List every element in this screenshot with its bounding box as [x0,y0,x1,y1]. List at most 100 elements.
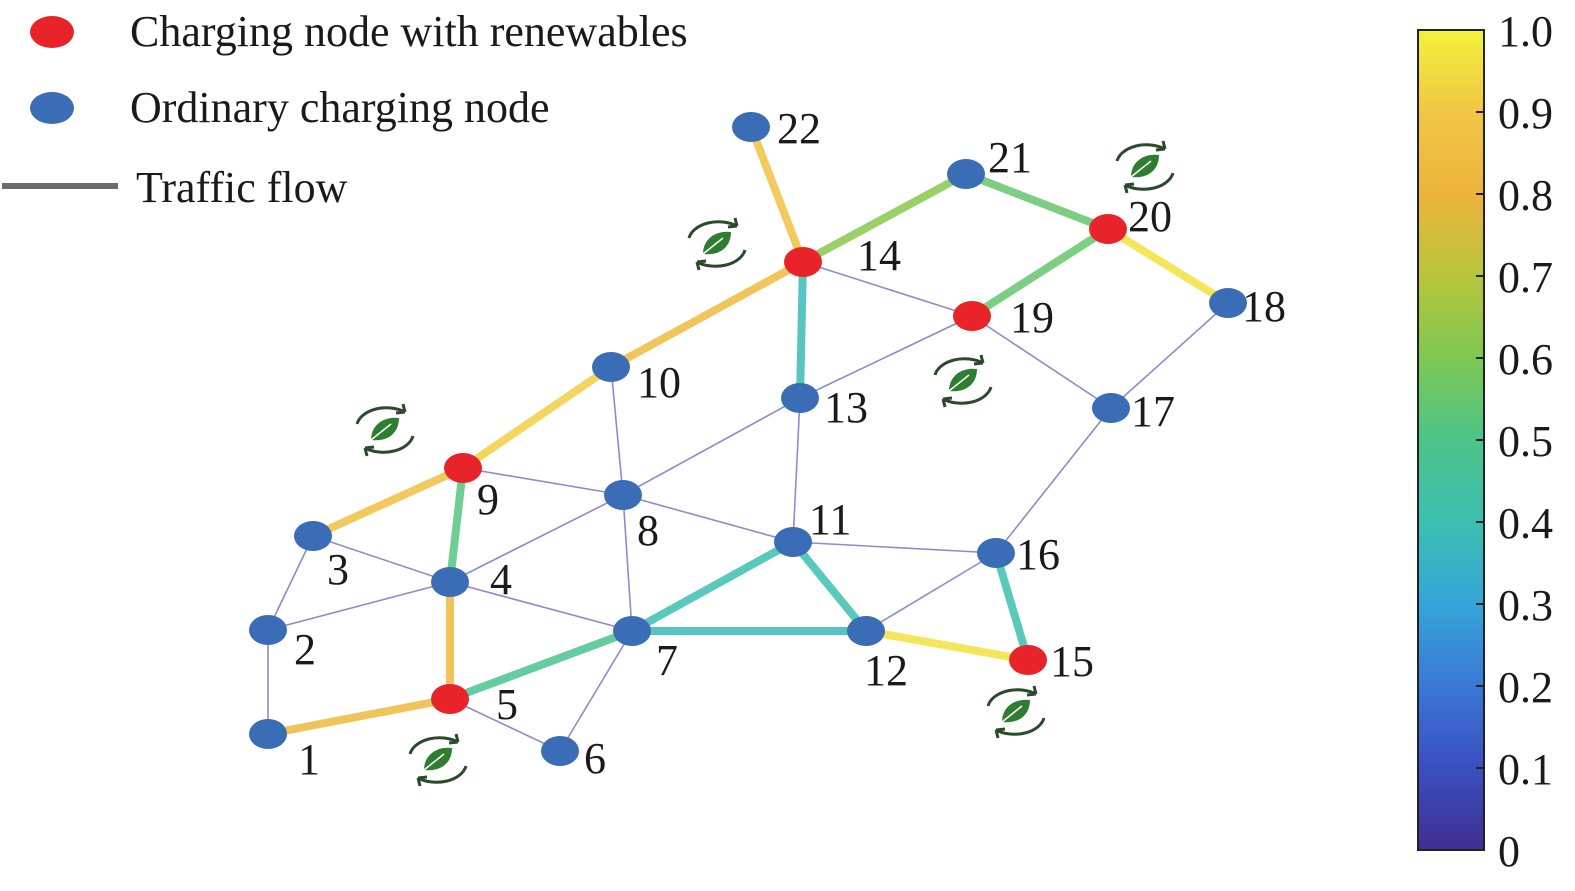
leaf-icon [933,353,993,409]
edge-8-9 [462,467,624,496]
colorbar-tick-label: 0.4 [1498,499,1553,548]
node-3 [294,521,332,551]
legend-renewable-marker [30,16,74,48]
node-label-17: 17 [1131,387,1175,436]
edge-4-8 [449,494,624,583]
colorbar-tick-label: 0.2 [1498,663,1553,712]
edge-8-11 [622,494,794,543]
node-label-7: 7 [656,636,678,685]
node-17 [1092,393,1130,423]
node-label-8: 8 [637,506,659,555]
colorbar-ticks: 1.00.90.80.70.60.50.40.30.20.10 [1476,7,1553,876]
edge-11-12 [789,538,870,635]
legend: Charging node with renewables Ordinary c… [2,7,688,212]
edge-15-16 [992,549,1032,664]
node-label-20: 20 [1128,192,1172,241]
colorbar-tick-label: 0.6 [1498,335,1553,384]
node-label-6: 6 [584,734,606,783]
node-label-16: 16 [1016,530,1060,579]
edge-16-17 [995,407,1112,554]
node-label-13: 13 [824,383,868,432]
node-label-19: 19 [1010,293,1054,342]
edge-9-10 [459,363,615,472]
node-label-9: 9 [477,475,499,524]
edge-7-8 [622,494,633,632]
edge-11-13 [792,397,801,543]
node-10 [592,352,630,382]
node-21 [947,159,985,189]
node-label-1: 1 [298,735,320,784]
legend-renewable-label: Charging node with renewables [130,7,688,56]
leaf-icon [687,216,747,272]
edge-17-18 [1110,302,1229,409]
colorbar-tick-label: 0.7 [1498,253,1553,302]
node-label-2: 2 [294,625,316,674]
edge-8-13 [622,397,801,496]
edge-14-22 [747,123,807,266]
node-13 [781,383,819,413]
legend-ordinary-marker [30,92,74,124]
node-16 [977,538,1015,568]
leaf-icon [408,732,468,788]
node-9 [444,453,482,483]
edge-19-20 [968,225,1112,320]
node-label-21: 21 [988,133,1032,182]
edge-3-4 [312,535,451,583]
node-label-4: 4 [490,555,512,604]
edge-2-4 [267,581,451,631]
edge-13-14 [796,258,807,402]
edge-4-9 [446,464,467,586]
node-8 [604,480,642,510]
edge-4-7 [449,581,633,632]
node-4 [431,567,469,597]
node-label-5: 5 [496,680,518,729]
node-5 [431,684,469,714]
node-6 [541,736,579,766]
edge-7-11 [628,538,797,635]
leaf-icon [1115,139,1175,195]
node-12 [847,616,885,646]
colorbar-gradient [1417,29,1485,851]
edges-layer [264,123,1232,752]
node-19 [953,301,991,331]
node-20 [1089,214,1127,244]
node-label-22: 22 [777,104,821,153]
node-label-12: 12 [864,646,908,695]
edge-20-21 [962,170,1112,233]
edge-5-6 [449,698,561,752]
edge-12-16 [865,552,997,632]
legend-flow-label: Traffic flow [136,163,348,212]
node-label-18: 18 [1242,282,1286,331]
colorbar: 1.00.90.80.70.60.50.40.30.20.10 [1417,7,1553,876]
edge-11-16 [792,541,997,554]
node-1 [249,719,287,749]
edge-8-10 [610,366,624,496]
colorbar-tick-label: 0 [1498,827,1520,876]
colorbar-tick-label: 0.1 [1498,745,1553,794]
edge-12-15 [862,627,1032,664]
node-label-10: 10 [637,358,681,407]
legend-ordinary-label: Ordinary charging node [130,83,550,132]
edge-2-3 [267,535,314,631]
edge-10-14 [607,258,807,371]
edge-3-9 [309,464,467,540]
node-7 [613,616,651,646]
colorbar-tick-label: 1.0 [1498,7,1553,56]
node-22 [732,112,770,142]
node-18 [1209,288,1247,318]
edge-1-5 [264,695,454,738]
edge-14-19 [802,261,973,317]
leaf-icon [986,684,1046,740]
node-label-11: 11 [809,495,851,544]
colorbar-tick-label: 0.5 [1498,417,1553,466]
edge-5-7 [446,627,636,703]
colorbar-tick-label: 0.8 [1498,171,1553,220]
edge-17-19 [971,315,1112,409]
edge-13-19 [799,315,973,399]
node-label-3: 3 [327,545,349,594]
edge-18-20 [1104,225,1232,307]
node-label-15: 15 [1050,637,1094,686]
edge-6-7 [559,630,633,752]
